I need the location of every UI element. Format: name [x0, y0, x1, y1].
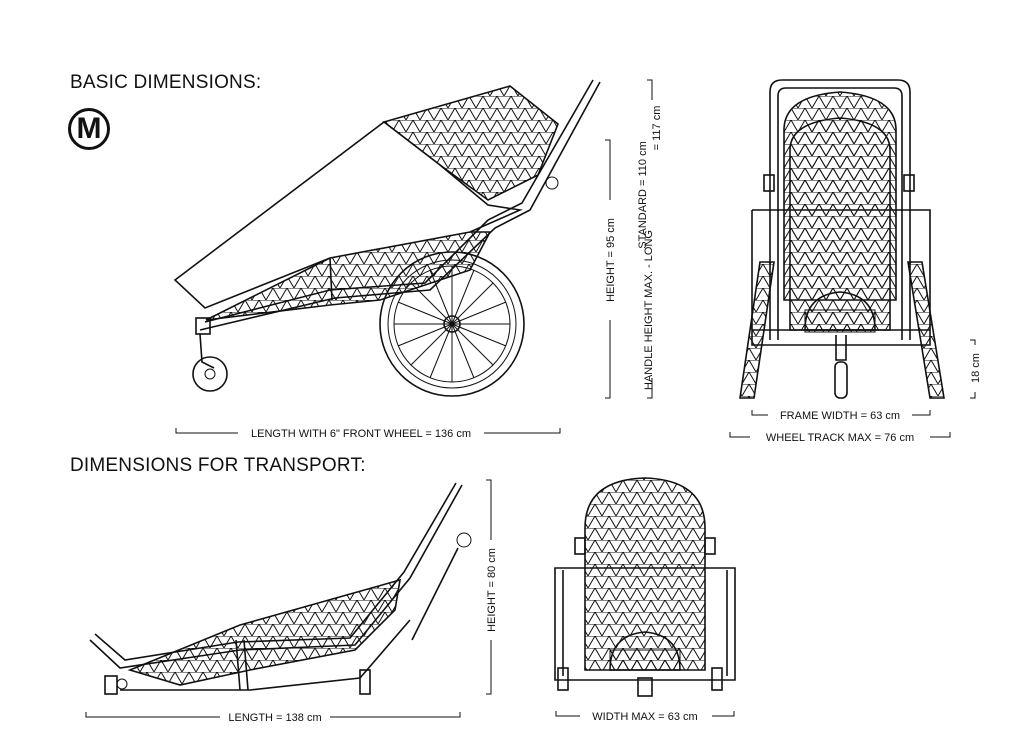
- dim-transport-width: WIDTH MAX = 63 cm: [555, 711, 735, 723]
- transport-front-mesh: [584, 477, 706, 671]
- dim-handle-height: HANDLE HEIGHT MAX. - LONG STANDARD = 110…: [637, 79, 663, 399]
- frame-width-label: FRAME WIDTH = 63 cm: [780, 410, 900, 422]
- side-view-cart: [173, 79, 601, 397]
- front-seat-mesh: [789, 117, 891, 331]
- front-wheel-height-label: 18 cm: [970, 353, 982, 383]
- front-view-cart: [739, 79, 945, 399]
- handle-height-standard-label: STANDARD = 110 cm: [637, 141, 649, 248]
- side-cover-sheet: [173, 120, 523, 309]
- transport-length-label: LENGTH = 138 cm: [228, 712, 321, 724]
- wheel-track-label: WHEEL TRACK MAX = 76 cm: [766, 432, 914, 444]
- front-caster: [834, 361, 848, 399]
- dim-transport-length: LENGTH = 138 cm: [85, 712, 461, 724]
- dim-length-front-wheel: LENGTH WITH 6" FRONT WHEEL = 136 cm: [175, 428, 561, 440]
- transport-side-view: [89, 482, 472, 695]
- height-label: HEIGHT = 95 cm: [605, 218, 617, 302]
- transport-body-mesh: [127, 578, 401, 686]
- dim-wheel-track: WHEEL TRACK MAX = 76 cm: [729, 432, 951, 444]
- dim-front-wheel-height: 18 cm: [970, 339, 982, 399]
- transport-width-label: WIDTH MAX = 63 cm: [592, 711, 697, 723]
- basic-dimensions-heading: BASIC DIMENSIONS:: [70, 72, 262, 93]
- transport-front-view: [554, 477, 736, 697]
- dim-frame-width: FRAME WIDTH = 63 cm: [751, 410, 931, 422]
- handle-height-label: HANDLE HEIGHT MAX. - LONG: [643, 230, 655, 390]
- front-left-wheel: [739, 261, 775, 399]
- front-right-wheel: [907, 261, 945, 399]
- handle-height-long-label: = 117 cm: [651, 106, 663, 151]
- transport-dimensions-heading: DIMENSIONS FOR TRANSPORT:: [70, 455, 366, 476]
- side-front-caster: [192, 356, 228, 392]
- transport-height-label: HEIGHT = 80 cm: [486, 548, 498, 632]
- length-front-wheel-label: LENGTH WITH 6" FRONT WHEEL = 136 cm: [251, 428, 471, 440]
- dim-transport-height: HEIGHT = 80 cm: [486, 479, 498, 695]
- side-rear-wheel: [379, 251, 525, 397]
- size-badge: M: [68, 108, 110, 150]
- dim-height: HEIGHT = 95 cm: [605, 139, 617, 399]
